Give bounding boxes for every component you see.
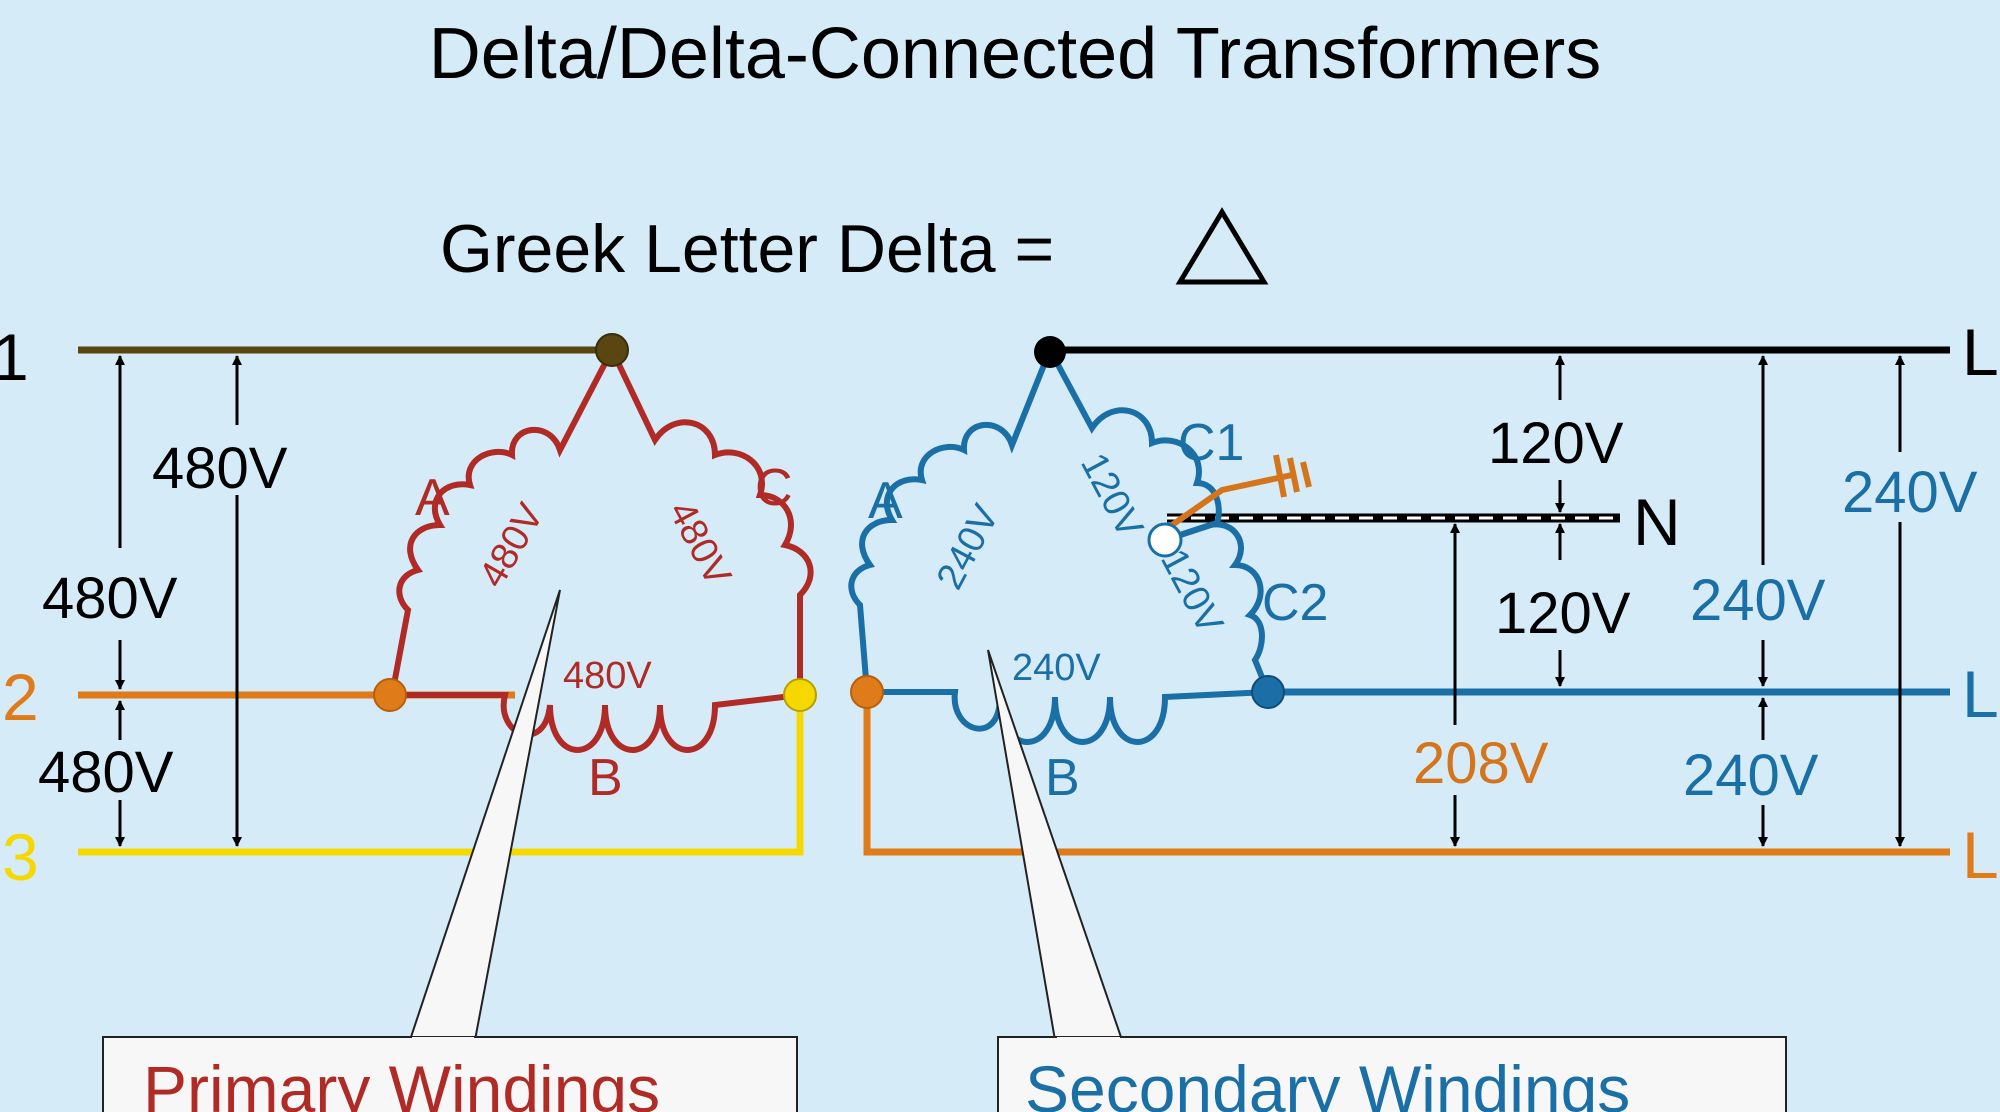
primary-winding-b-voltage: 480V bbox=[563, 655, 652, 697]
primary-winding-a-voltage: 480V bbox=[471, 496, 552, 594]
primary-callout-box bbox=[102, 1036, 798, 1112]
primary-winding-c-voltage: 480V bbox=[660, 495, 739, 594]
secondary-winding-c1-voltage: 120V bbox=[1072, 447, 1151, 546]
primary-callout-label: Primary Windings bbox=[143, 1052, 660, 1112]
primary-node-left bbox=[373, 678, 407, 712]
primary-voltage-l2-l3: 480V bbox=[38, 740, 174, 805]
secondary-winding-c2-voltage: 120V bbox=[1152, 543, 1231, 642]
primary-winding-c-label: C bbox=[755, 459, 793, 517]
primary-voltage-l1-l2: 480V bbox=[42, 566, 178, 631]
secondary-line-1-label: L bbox=[1962, 315, 1999, 389]
primary-line-3-label: 3 bbox=[2, 820, 39, 894]
secondary-node-center-tap bbox=[1147, 522, 1183, 558]
secondary-winding-a-voltage: 240V bbox=[929, 498, 1008, 597]
primary-delta bbox=[389, 348, 814, 753]
primary-callout-pointer bbox=[408, 589, 561, 1041]
secondary-callout-box bbox=[997, 1036, 1787, 1112]
primary-line-3 bbox=[78, 695, 804, 856]
primary-winding-b-label: B bbox=[588, 749, 623, 807]
ground-icon bbox=[1163, 454, 1312, 533]
secondary-node-right bbox=[1251, 675, 1285, 709]
secondary-node-left bbox=[850, 675, 884, 709]
primary-voltage-l1-l3: 480V bbox=[152, 436, 288, 501]
primary-node-right bbox=[783, 678, 817, 712]
secondary-winding-c1-label: C1 bbox=[1178, 414, 1244, 472]
secondary-callout-label: Secondary Windings bbox=[1025, 1052, 1630, 1112]
secondary-line-2-label: L bbox=[1962, 657, 1999, 731]
secondary-voltage-l1-n: 120V bbox=[1488, 411, 1624, 476]
primary-winding-a-label: A bbox=[415, 469, 450, 527]
secondary-winding-c2-label: C2 bbox=[1262, 574, 1328, 632]
delta-subtitle: Greek Letter Delta = bbox=[440, 211, 1054, 287]
secondary-voltage-l1-l3: 240V bbox=[1842, 460, 1978, 525]
secondary-line-3-label: L bbox=[1962, 818, 1999, 892]
primary-node-top bbox=[595, 333, 629, 367]
secondary-voltage-l2-l3: 240V bbox=[1683, 743, 1819, 808]
secondary-voltage-l1-l2: 240V bbox=[1690, 568, 1826, 633]
secondary-line-3 bbox=[863, 692, 1950, 856]
secondary-voltage-n-l2: 120V bbox=[1495, 581, 1631, 646]
primary-line-1-label: 1 bbox=[0, 320, 29, 394]
secondary-winding-a-label: A bbox=[868, 472, 903, 530]
secondary-voltage-high-leg: 208V bbox=[1413, 731, 1549, 796]
primary-line-2-label: 2 bbox=[2, 660, 39, 734]
page-title: Delta/Delta-Connected Transformers bbox=[429, 14, 1602, 94]
secondary-node-top bbox=[1034, 336, 1066, 368]
secondary-winding-b-label: B bbox=[1045, 749, 1080, 807]
secondary-winding-b-voltage: 240V bbox=[1012, 647, 1101, 689]
delta-symbol-icon bbox=[1175, 207, 1269, 285]
secondary-neutral-label: N bbox=[1633, 485, 1681, 559]
